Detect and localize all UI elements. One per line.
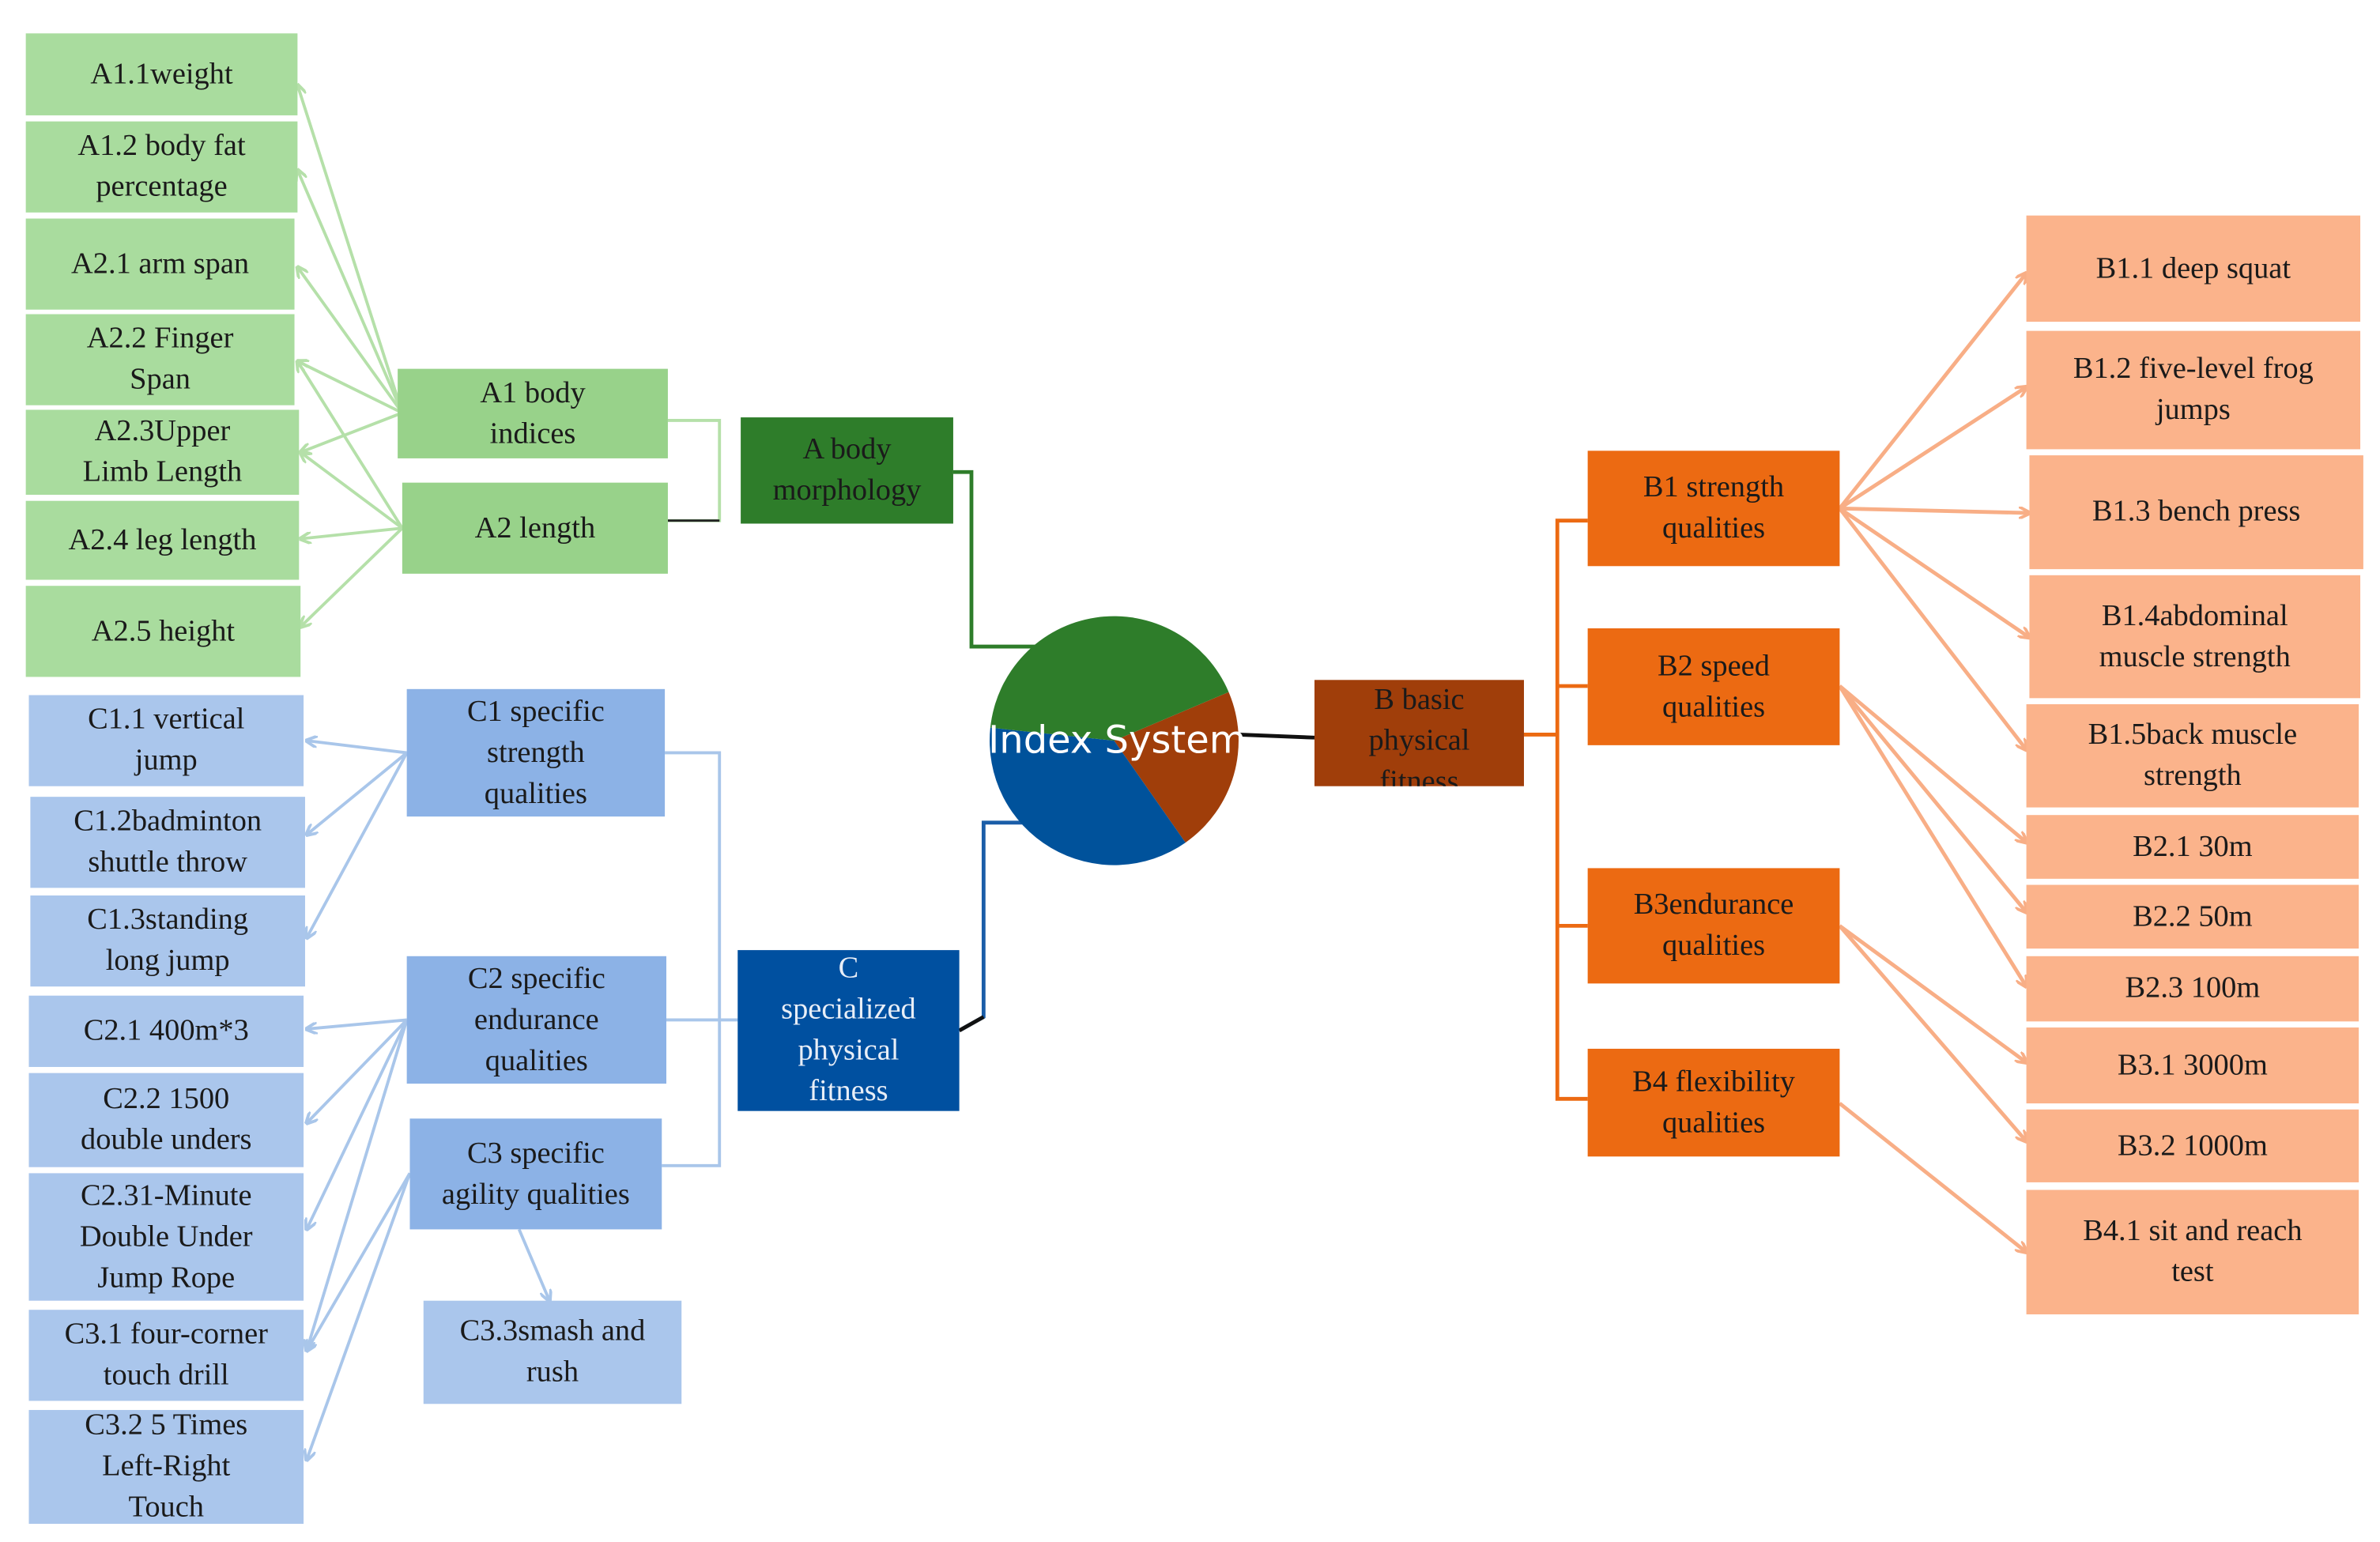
b-leaf[interactable]: B2.3 100m xyxy=(2026,956,2359,1022)
a-leaf[interactable]: A2.2 Finger Span xyxy=(25,314,295,405)
index-system-label: Index System xyxy=(988,718,1247,762)
bracket-line xyxy=(667,419,722,522)
pie-slice-c xyxy=(990,727,1186,865)
b1-strength-qualities[interactable]: B1 strength qualities xyxy=(1587,451,1840,567)
b-leaf[interactable]: B1.1 deep squat xyxy=(2026,215,2361,322)
arrow-line xyxy=(307,1019,409,1229)
arrow-line xyxy=(300,526,403,538)
pie-slice-a xyxy=(990,616,1229,741)
a-leaf[interactable]: A2.4 leg length xyxy=(25,500,300,580)
arrow-line xyxy=(307,1019,409,1123)
arrow-line xyxy=(1838,924,2026,1141)
b-leaf[interactable]: B4.1 sit and reach test xyxy=(2026,1189,2359,1314)
bracket-line xyxy=(1555,518,1588,1101)
arrow-line xyxy=(517,1228,549,1300)
a1-body-indices[interactable]: A1 body indices xyxy=(398,368,668,458)
arrow-line xyxy=(297,267,404,414)
arrow-line xyxy=(307,1172,412,1351)
arrow-line xyxy=(300,411,403,452)
arrow-line xyxy=(1839,387,2026,511)
a-leaf[interactable]: A2.3Upper Limb Length xyxy=(25,409,300,496)
arrow-line xyxy=(307,751,408,835)
arrow-line xyxy=(1838,273,2026,510)
c-specialized-physical-fitness[interactable]: C specialized physical fitness xyxy=(737,950,960,1111)
arrow-line xyxy=(1839,507,2029,637)
b-leaf[interactable]: B2.1 30m xyxy=(2026,815,2359,879)
arrow-line xyxy=(297,85,404,413)
arrow-line xyxy=(307,1018,407,1029)
c1-specific-strength-qualities[interactable]: C1 specific strength qualities xyxy=(406,688,666,817)
arrow-line xyxy=(307,1172,412,1460)
b3-endurance-qualities[interactable]: B3endurance qualities xyxy=(1587,868,1840,984)
b-basic-physical-fitness[interactable]: B basic physical fitness xyxy=(1314,680,1524,786)
arrow-line xyxy=(300,526,404,627)
arrow-line xyxy=(307,1019,409,1351)
a-leaf[interactable]: A2.5 height xyxy=(25,586,301,677)
arrow-line xyxy=(297,361,404,530)
b2-speed-qualities[interactable]: B2 speed qualities xyxy=(1587,628,1840,745)
trunk-line xyxy=(952,469,1035,649)
arrow-line xyxy=(1839,506,2029,513)
c2-specific-endurance-qualities[interactable]: C2 specific endurance qualities xyxy=(406,956,667,1084)
b-leaf[interactable]: B1.3 bench press xyxy=(2029,455,2363,570)
c-leaf[interactable]: C1.3standing long jump xyxy=(30,895,305,987)
b-leaf[interactable]: B1.2 five-level frog jumps xyxy=(2026,330,2361,450)
branch-a-connectors xyxy=(297,85,1035,649)
arrow-line xyxy=(1838,684,2026,843)
pie-slice-b xyxy=(1114,692,1239,843)
trunk-line xyxy=(958,820,1029,1032)
b-leaf[interactable]: B2.2 50m xyxy=(2026,884,2359,949)
arrow-line xyxy=(297,170,404,414)
b-leaf[interactable]: B1.5back muscle strength xyxy=(2026,704,2359,808)
arrow-line xyxy=(1838,684,2026,986)
b-leaf[interactable]: B3.1 3000m xyxy=(2026,1027,2359,1104)
c3-specific-agility-qualities[interactable]: C3 specific agility qualities xyxy=(409,1118,662,1230)
index-system-pie xyxy=(990,616,1239,865)
b-leaf[interactable]: B3.2 1000m xyxy=(2026,1109,2359,1182)
c-leaf[interactable]: C3.2 5 Times Left-Right Touch xyxy=(28,1408,304,1524)
arrow-line xyxy=(307,741,407,755)
bracket-line xyxy=(662,751,722,1167)
c-leaf[interactable]: C3.1 four-corner touch drill xyxy=(28,1310,304,1401)
branch-b-connectors xyxy=(1238,273,2029,1253)
a-body-morphology[interactable]: A body morphology xyxy=(741,417,953,524)
c-leaf[interactable]: C2.2 1500 double unders xyxy=(28,1073,304,1167)
a-leaf[interactable]: A2.1 arm span xyxy=(25,218,295,310)
c-leaf[interactable]: C1.2badminton shuttle throw xyxy=(30,797,305,888)
arrow-line xyxy=(1838,684,2026,912)
branch-c-connectors xyxy=(307,741,1029,1460)
c-leaf[interactable]: C2.1 400m*3 xyxy=(28,995,304,1067)
arrow-line xyxy=(1838,924,2026,1062)
a-leaf[interactable]: A1.2 body fat percentage xyxy=(25,121,298,213)
a-leaf[interactable]: A1.1weight xyxy=(25,33,298,115)
a2-length[interactable]: A2 length xyxy=(402,482,668,574)
arrow-line xyxy=(300,452,404,530)
b-leaf[interactable]: B1.4abdominal muscle strength xyxy=(2029,575,2361,699)
trunk-line xyxy=(1238,733,1315,740)
c-leaf[interactable]: C2.31-Minute Double Under Jump Rope xyxy=(28,1173,304,1301)
arrow-line xyxy=(1838,507,2026,749)
trunk-line xyxy=(958,1015,985,1032)
b4-flexibility-qualities[interactable]: B4 flexibility qualities xyxy=(1587,1048,1840,1157)
arrow-line xyxy=(297,361,403,415)
arrow-line xyxy=(1838,1102,2026,1252)
arrow-line xyxy=(307,752,409,937)
c3-3-smash-and-rush[interactable]: C3.3smash and rush xyxy=(423,1300,682,1404)
c-leaf[interactable]: C1.1 vertical jump xyxy=(28,695,304,786)
